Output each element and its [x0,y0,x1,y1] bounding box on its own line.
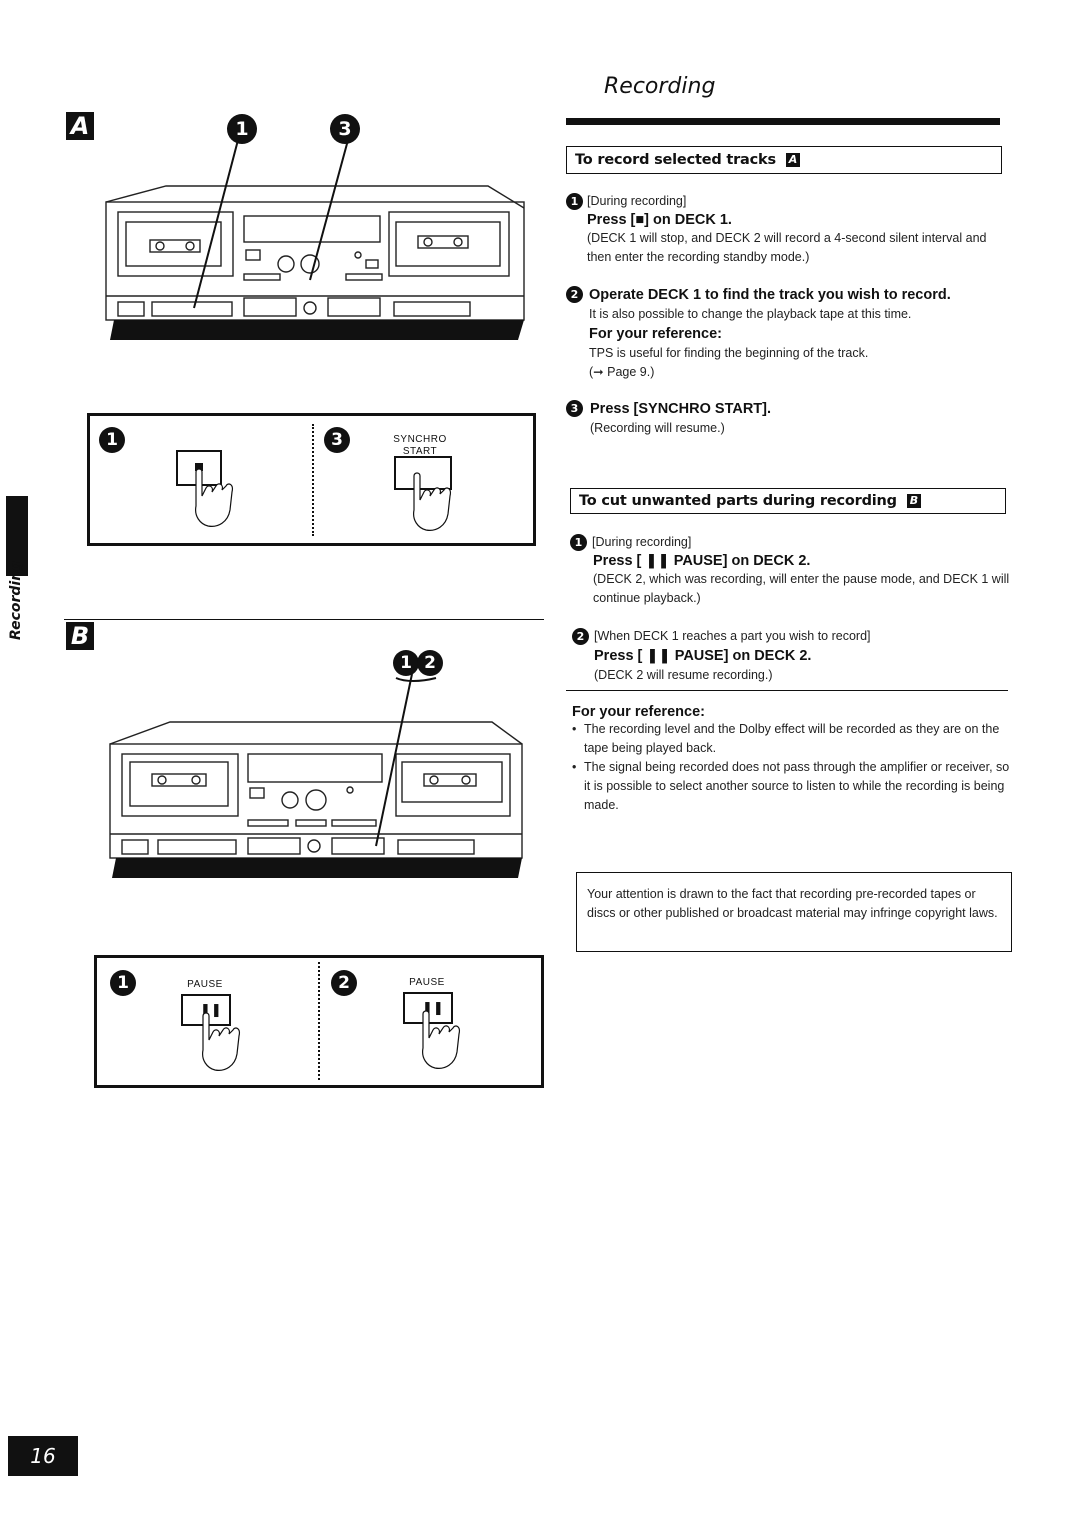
list-item: • The recording level and the Dolby effe… [572,720,1012,758]
page-title: Recording [604,74,716,99]
pause-label-1: PAUSE [187,979,223,990]
pause-label-2: PAUSE [409,977,445,988]
panel-a: 1 3 SYNCHRO START [87,413,536,546]
section-heading-selected-tracks: To record selected tracks A [566,146,1002,174]
section-heading-text: To record selected tracks [575,152,776,168]
step-number: 3 [566,400,583,417]
step-number: 2 [572,628,589,645]
callout-marker-3: 3 [330,114,360,144]
bullet-icon: • [572,722,577,736]
pressing-hand-icon-b1 [202,1012,240,1071]
callout-marker-1: 1 [227,114,257,144]
step-instruction: Press [ ❚❚ PAUSE] on DECK 2. [593,553,811,569]
step-instruction: Operate DECK 1 to find the track you wis… [589,287,951,303]
pressing-hand-icon-b2 [422,1010,460,1069]
callout-marker-b2: 2 [417,650,443,676]
step-note: (Recording will resume.) [590,421,725,435]
copyright-notice-text: Your attention is drawn to the fact that… [587,887,998,920]
section-tag-b: B [906,494,921,508]
step-instruction: Press [SYNCHRO START]. [590,401,772,417]
pressing-hand-icon-a1 [195,468,233,527]
callout-marker-b1: 1 [393,650,419,676]
panel-a-divider [312,424,314,536]
copyright-notice-box: Your attention is drawn to the fact that… [576,872,1012,952]
page-number: 16 [8,1436,78,1476]
section-tag-a: A [785,153,800,167]
pause-button-deck-a[interactable]: ❚❚ [181,994,231,1026]
step-condition: [When DECK 1 reaches a part you wish to … [594,629,871,643]
bullet-icon: • [572,760,577,774]
reference-heading: For your reference: [589,326,722,342]
section-heading-cut-parts: To cut unwanted parts during recording B [570,488,1006,514]
step-number: 1 [566,193,583,210]
panel-a-step3-number: 3 [324,427,350,453]
reference-heading: For your reference: [572,704,705,720]
page-reference: (➞ Page 9.) [589,365,655,379]
section-a-badge: A [66,112,94,140]
step-note: (DECK 2 will resume recording.) [594,668,773,682]
step-number: 2 [566,286,583,303]
reference-list: • The recording level and the Dolby effe… [572,720,1012,815]
panel-a-step1-number: 1 [99,427,125,453]
bullet-text: The signal being recorded does not pass … [584,760,1010,812]
synchro-start-label: SYNCHRO START [393,434,447,457]
reference-text: TPS is useful for finding the beginning … [589,346,869,360]
step-instruction: Press [ ❚❚ PAUSE] on DECK 2. [594,648,812,664]
panel-b: 1 PAUSE ❚❚ 2 PAUSE ❚❚ [94,955,544,1088]
panel-b-divider [318,962,320,1080]
stop-icon [195,463,203,471]
title-rule [566,118,1000,125]
step-note: (DECK 1 will stop, and DECK 2 will recor… [587,231,987,264]
cassette-deck-illustration-b [109,673,523,878]
section-b-rule [64,619,544,620]
side-tab-marker [6,496,28,576]
pressing-hand-icon-a3 [413,472,451,531]
step-note: (DECK 2, which was recording, will enter… [593,572,1010,605]
synchro-start-button[interactable] [394,456,452,490]
list-item: • The signal being recorded does not pas… [572,758,1012,815]
step-note: It is also possible to change the playba… [589,307,912,321]
panel-b-step2-number: 2 [331,970,357,996]
section-heading-text: To cut unwanted parts during recording [579,493,897,509]
cassette-deck-illustration-a [105,140,525,340]
section-divider [566,690,1008,691]
bullet-text: The recording level and the Dolby effect… [584,722,1000,755]
step-condition: [During recording] [587,194,687,208]
panel-b-step1-number: 1 [110,970,136,996]
step-number: 1 [570,534,587,551]
step-instruction: Press [■] on DECK 1. [587,212,732,228]
side-tab-label: Recording [8,560,24,640]
section-b-badge: B [66,622,94,650]
step-condition: [During recording] [592,535,692,549]
